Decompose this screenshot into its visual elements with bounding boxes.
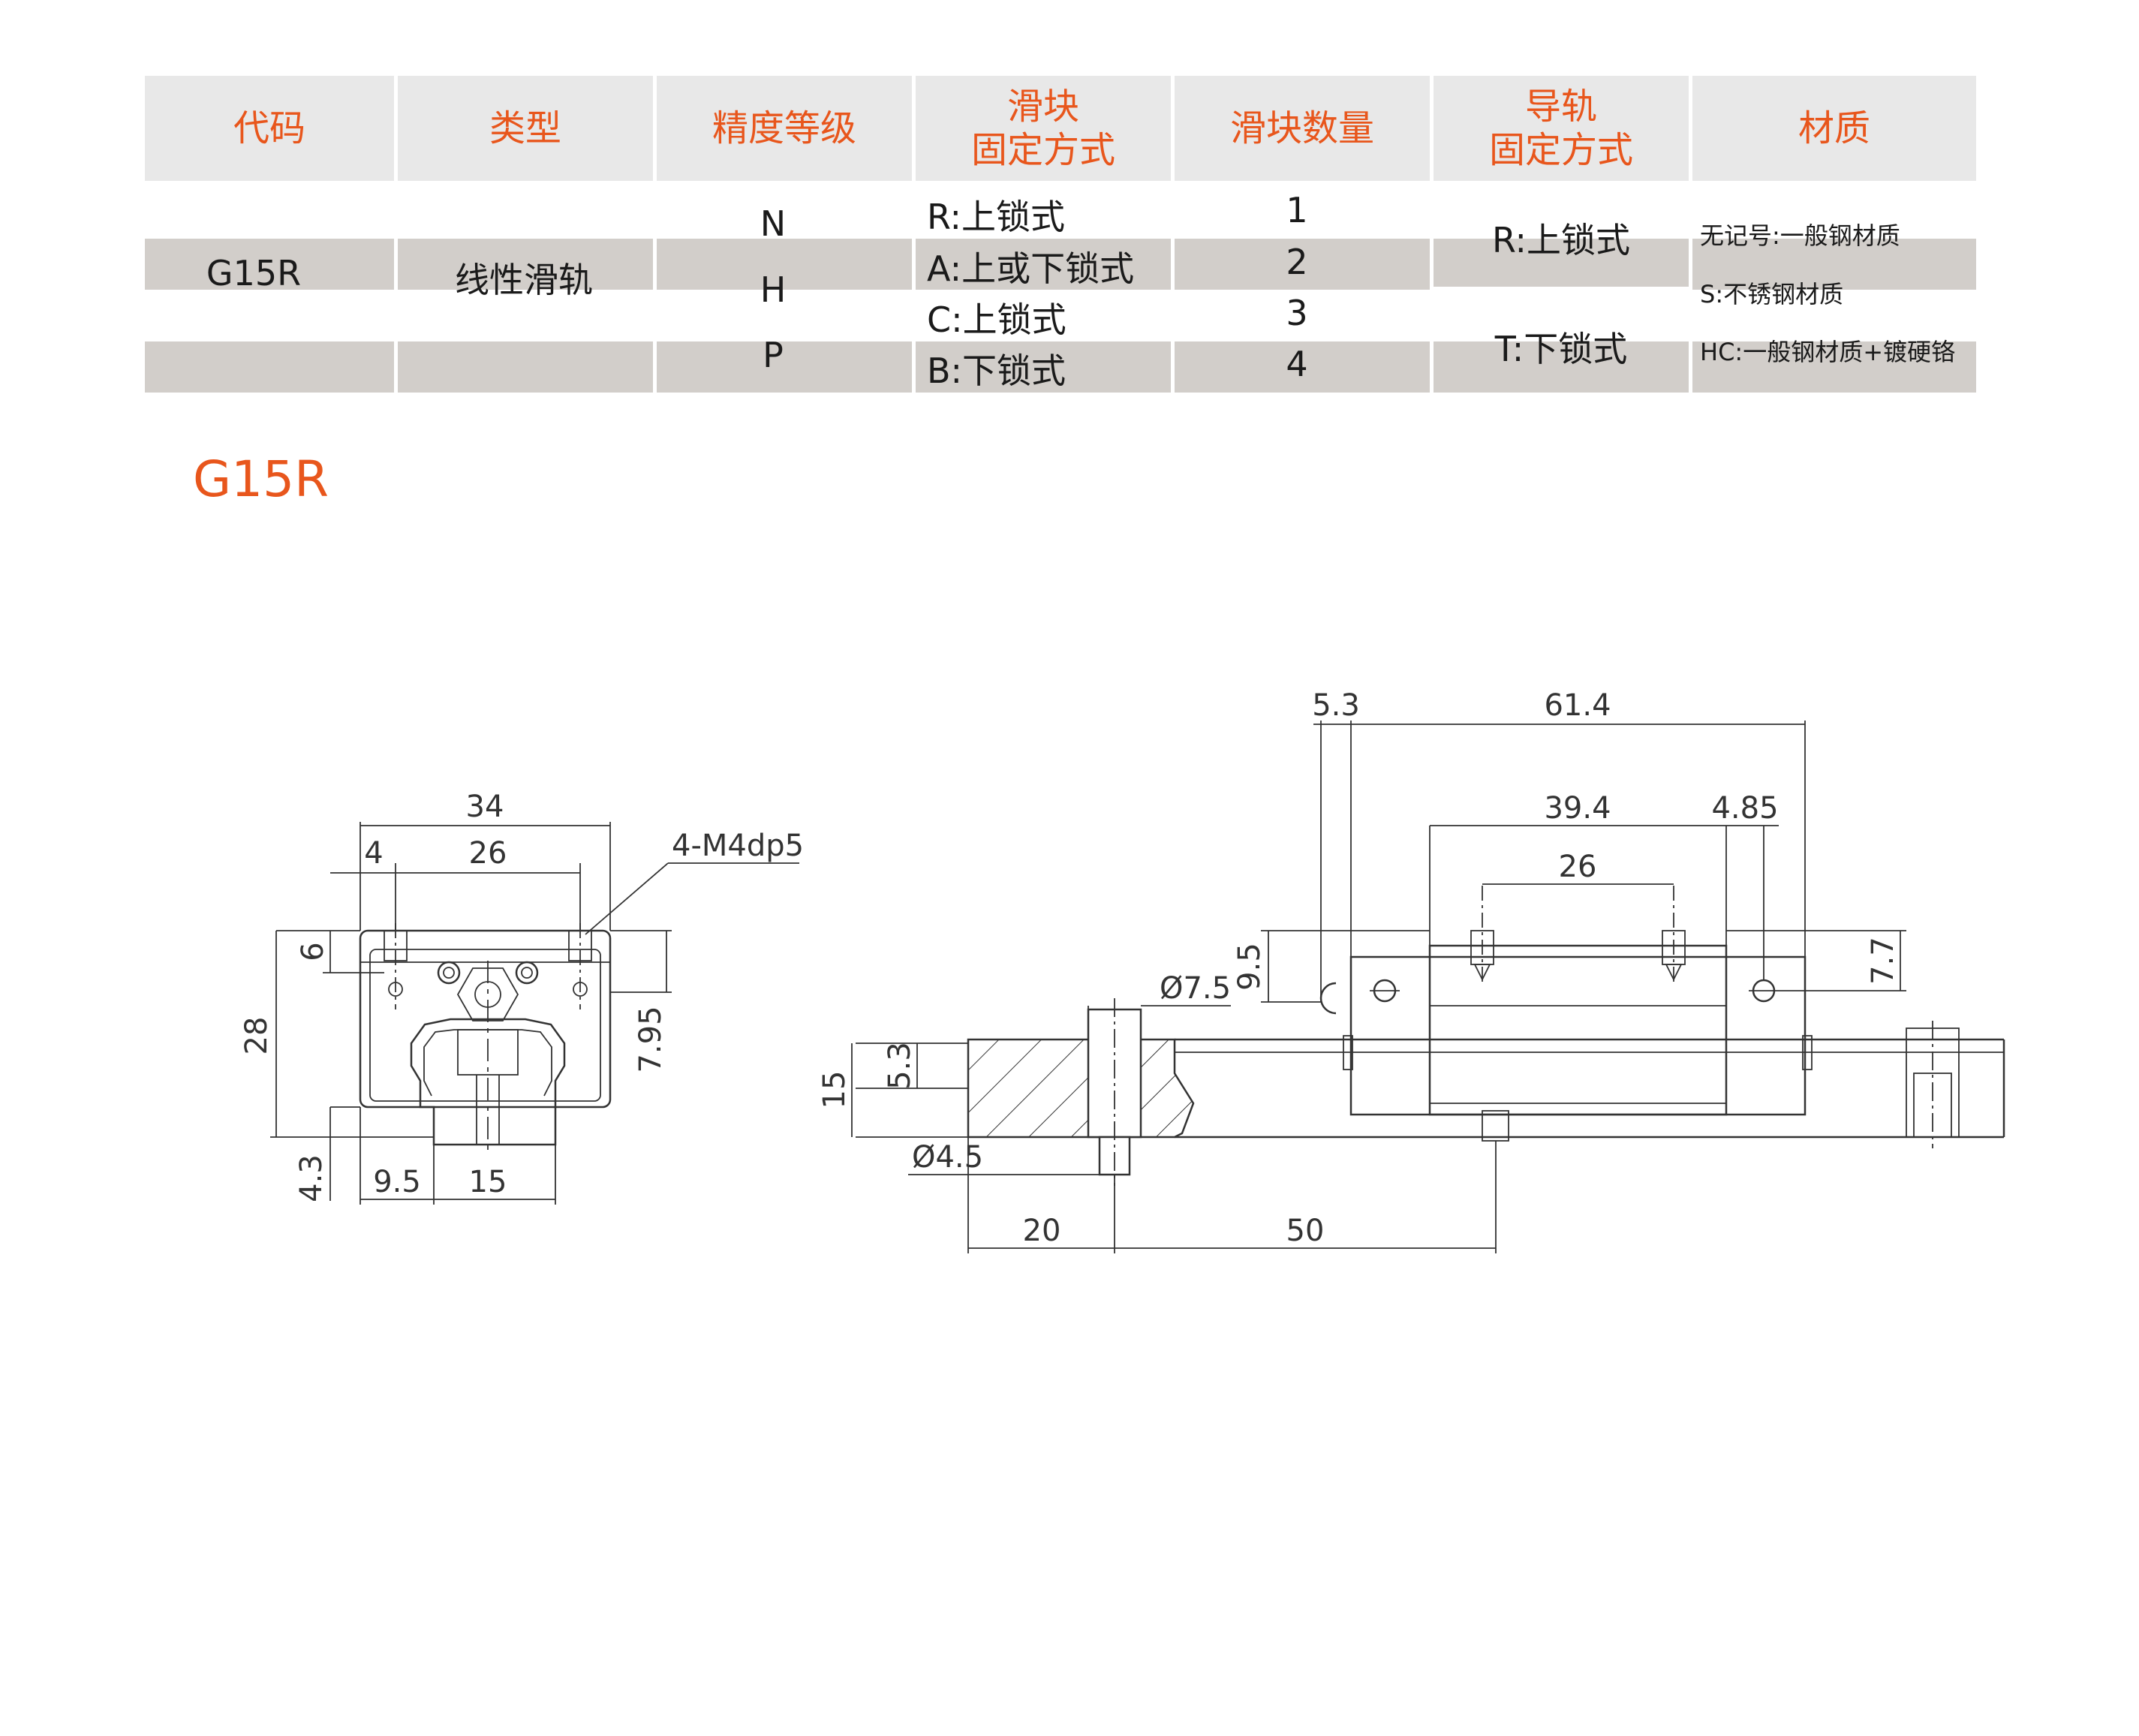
precision-h: H [760,269,787,310]
dim-4-85: 4.85 [1711,791,1778,826]
grease-nipple [456,967,519,1021]
header-type: 类型 [398,76,653,181]
rail-fix-t: T:下锁式 [1494,329,1628,369]
header-material: 材质 [1692,76,1976,181]
side-view: 5.3 61.4 39.4 4.85 26 9.5 7.7 Ø7.5 15 5.… [817,688,2005,1253]
dim-7-7: 7.7 [1866,937,1900,985]
rail-section [967,1038,1195,1139]
slider-fix-a: A:上或下锁式 [927,248,1135,289]
slider-fix-b: B:下锁式 [927,351,1066,391]
code-value: G15R [206,253,302,293]
header-slider-fix: 滑块 固定方式 [916,76,1171,181]
dim-15-side: 15 [817,1071,852,1109]
carriage-inner [369,949,601,1102]
dim-28: 28 [239,1017,274,1055]
dim-39-4: 39.4 [1544,791,1611,826]
dim-26: 26 [469,836,507,871]
dim-20: 20 [1023,1214,1061,1248]
row-divider [145,181,1976,184]
dim-phi-7-5: Ø7.5 [1160,971,1231,1006]
column-divider [394,76,398,393]
header-precision: 精度等级 [657,76,912,181]
dim-5-3-side: 5.3 [883,1042,917,1090]
slider-count-1: 1 [1286,190,1308,230]
dim-phi-4-5: Ø4.5 [912,1140,983,1175]
dim-7-95: 7.95 [633,1006,668,1073]
thread-spec: 4-M4dp5 [672,829,804,863]
carriage-side [1349,955,1807,1116]
dim-9-5-side: 9.5 [1232,943,1267,991]
dim-61-4: 61.4 [1544,688,1611,723]
column-divider [653,76,657,393]
precision-p: P [763,335,784,375]
material-stainless: S:不锈钢材质 [1700,280,1844,308]
carriage-outline [359,929,612,1109]
dim-4: 4 [364,836,383,871]
dim-50: 50 [1286,1214,1325,1248]
slider-fix-c: C:上锁式 [927,299,1066,340]
material-chrome: HC:一般钢材质+镀硬铬 [1700,338,1956,366]
slider-fix-r: R:上锁式 [927,197,1066,237]
dim-26-side: 26 [1559,850,1597,884]
dim-9-5: 9.5 [373,1165,421,1199]
dim-5-3-top: 5.3 [1312,688,1360,723]
material-default: 无记号:一般钢材质 [1700,221,1900,250]
row-band [145,239,1976,290]
column-divider [1171,76,1175,393]
header-slider-count: 滑块数量 [1175,76,1430,181]
row-divider [916,338,1430,341]
slider-count-4: 4 [1286,344,1308,384]
row-band [145,341,1976,393]
rail-fix-r: R:上锁式 [1491,220,1631,260]
dim-34: 34 [466,790,504,824]
column-divider [1689,76,1692,393]
front-view: 34 4 26 4-M4dp5 6 28 7.95 4.3 9.5 15 [239,790,804,1205]
header-code: 代码 [145,76,394,181]
grease-fitting [1319,982,1337,1015]
type-value: 线性滑轨 [455,260,593,300]
section-title: G15R [193,450,329,508]
slider-count-2: 2 [1286,242,1308,282]
spec-table: 代码 类型 精度等级 滑块 固定方式 滑块数量 导轨 固定方式 材质 G15R … [145,76,1976,393]
column-divider [912,76,916,393]
rail-profile [410,1018,566,1146]
dim-6: 6 [296,942,330,961]
precision-n: N [760,203,787,244]
row-divider [1434,287,1689,290]
dim-15: 15 [469,1165,507,1199]
header-rail-fix: 导轨 固定方式 [1434,76,1689,181]
dim-4-3: 4.3 [294,1154,329,1202]
column-divider [1430,76,1434,393]
slider-count-3: 3 [1286,293,1308,333]
row-divider [916,236,1430,239]
